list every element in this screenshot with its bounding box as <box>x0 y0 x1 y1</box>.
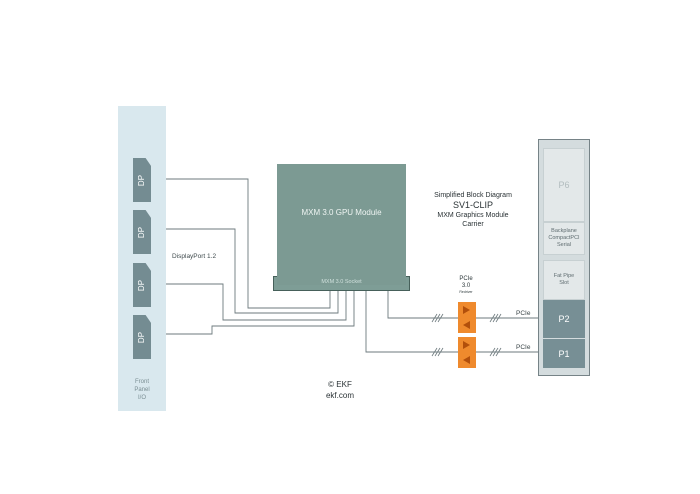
pcie-label-lower: PCIe <box>516 344 531 351</box>
arrow-left-icon <box>463 321 470 329</box>
redriver-lower <box>458 337 476 368</box>
dp2-wire <box>165 228 339 314</box>
gpu-module <box>277 164 406 285</box>
slot-p1: P1 <box>543 339 585 368</box>
diagram-title: Simplified Block Diagram SV1-CLIP MXM Gr… <box>434 192 512 228</box>
slot-p6: P6 <box>543 148 585 222</box>
fat-pipe-slot: Fat Pipe Slot <box>543 260 585 300</box>
dp-connector-1: DP <box>133 158 151 202</box>
socket-label: MXM 3.0 Socket <box>321 279 362 285</box>
pcie-label-upper: PCIe <box>516 310 531 317</box>
backplane-compactpci-serial: Backplane CompactPCI Serial <box>543 222 585 255</box>
arrow-right-icon <box>463 306 470 314</box>
dp4-wire <box>165 290 355 335</box>
displayport-label: DisplayPort 1.2 <box>172 253 217 260</box>
slot-p2: P2 <box>543 300 585 338</box>
copyright: © EKF ekf.com <box>325 380 354 400</box>
front-panel <box>118 106 166 411</box>
front-panel-label: Front Panel I/O <box>134 379 150 401</box>
pcie-lower-wire <box>365 290 543 353</box>
arrow-right-icon <box>463 341 470 349</box>
dp-connector-3: DP <box>133 263 151 307</box>
arrow-left-icon <box>463 356 470 364</box>
dp-connector-2: DP <box>133 210 151 254</box>
dp1-wire <box>165 178 331 309</box>
redriver-upper <box>458 302 476 333</box>
gpu-module-label: MXM 3.0 GPU Module <box>301 208 382 217</box>
dp3-wire <box>165 283 347 321</box>
dp-connector-4: DP <box>133 315 151 359</box>
pcie-upper-wire <box>387 290 543 319</box>
redriver-label: PCIe 3.0 Redriver <box>459 276 473 294</box>
